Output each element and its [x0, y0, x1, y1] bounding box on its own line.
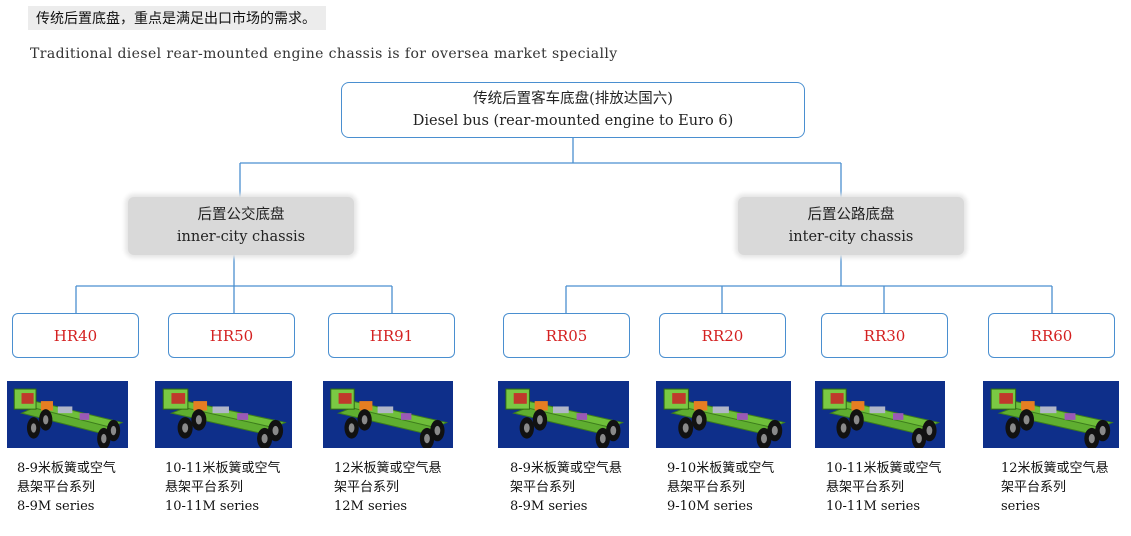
model-caption: 8-9米板簧或空气悬架平台系列 8-9M series — [17, 459, 116, 516]
category-label-cn: 后置公路底盘 — [807, 207, 895, 223]
caption-line: 8-9M series — [17, 499, 95, 514]
model-caption: 12米板簧或空气悬架平台系列 12M series — [334, 459, 442, 516]
model-caption: 12米板簧或空气悬架平台系列 series — [1001, 459, 1109, 516]
caption-line: 12米板簧或空气悬 — [1001, 461, 1109, 476]
bus-chassis-icon — [498, 381, 629, 448]
bus-chassis-icon — [7, 381, 128, 448]
model-label: HR91 — [369, 326, 414, 345]
bus-chassis-icon — [656, 381, 791, 448]
caption-line: 12M series — [334, 499, 408, 514]
caption-line: 9-10M series — [667, 499, 753, 514]
model-box-rr20: RR20 — [659, 313, 786, 358]
model-box-hr40: HR40 — [12, 313, 139, 358]
root-node: 传统后置客车底盘(排放达国六) Diesel bus (rear-mounted… — [341, 82, 805, 138]
bus-chassis-icon — [155, 381, 292, 448]
model-box-rr60: RR60 — [988, 313, 1115, 358]
model-box-rr30: RR30 — [821, 313, 948, 358]
header-english: Traditional diesel rear-mounted engine c… — [30, 46, 618, 62]
model-caption: 10-11米板簧或空气悬架平台系列 10-11M series — [826, 459, 941, 516]
bus-chassis-icon — [983, 381, 1119, 448]
category-inner-city: 后置公交底盘 inner-city chassis — [128, 197, 354, 255]
caption-line: 8-9M series — [510, 499, 588, 514]
model-caption: 9-10米板簧或空气悬架平台系列 9-10M series — [667, 459, 774, 516]
category-label-en: inner-city chassis — [176, 229, 306, 245]
model-caption: 8-9米板簧或空气悬架平台系列 8-9M series — [510, 459, 622, 516]
model-box-hr50: HR50 — [168, 313, 295, 358]
category-label-en: inter-city chassis — [788, 229, 914, 245]
model-box-rr05: RR05 — [503, 313, 630, 358]
caption-line: 8-9米板簧或空气悬 — [510, 461, 622, 476]
caption-line: 10-11M series — [826, 499, 921, 514]
model-caption: 10-11米板簧或空气悬架平台系列 10-11M series — [165, 459, 280, 516]
root-label-cn: 传统后置客车底盘(排放达国六) — [473, 91, 673, 107]
caption-line: 10-11米板簧或空气 — [826, 461, 942, 476]
caption-line: 12米板簧或空气悬 — [334, 461, 442, 476]
caption-line: 8-9米板簧或空气 — [17, 461, 116, 476]
caption-line: 悬架平台系列 — [17, 480, 96, 495]
bus-chassis-icon — [815, 381, 945, 448]
category-inter-city: 后置公路底盘 inter-city chassis — [738, 197, 964, 255]
caption-line: 10-11M series — [165, 499, 260, 514]
caption-line: 9-10米板簧或空气 — [667, 461, 775, 476]
model-label: HR40 — [53, 326, 98, 345]
model-label: RR05 — [545, 326, 588, 345]
caption-line: 10-11米板簧或空气 — [165, 461, 281, 476]
model-box-hr91: HR91 — [328, 313, 455, 358]
caption-line: 架平台系列 — [334, 480, 400, 495]
model-label: RR20 — [701, 326, 744, 345]
root-label-en: Diesel bus (rear-mounted engine to Euro … — [412, 113, 734, 129]
caption-line: series — [1001, 499, 1041, 514]
caption-line: 架平台系列 — [510, 480, 576, 495]
header-chinese: 传统后置底盘，重点是满足出口市场的需求。 — [28, 6, 326, 30]
caption-line: 悬架平台系列 — [826, 480, 905, 495]
model-label: RR60 — [1030, 326, 1073, 345]
caption-line: 悬架平台系列 — [667, 480, 746, 495]
model-label: RR30 — [863, 326, 906, 345]
bus-chassis-icon — [323, 381, 453, 448]
category-label-cn: 后置公交底盘 — [197, 207, 285, 223]
caption-line: 架平台系列 — [1001, 480, 1067, 495]
model-label: HR50 — [209, 326, 254, 345]
caption-line: 悬架平台系列 — [165, 480, 244, 495]
